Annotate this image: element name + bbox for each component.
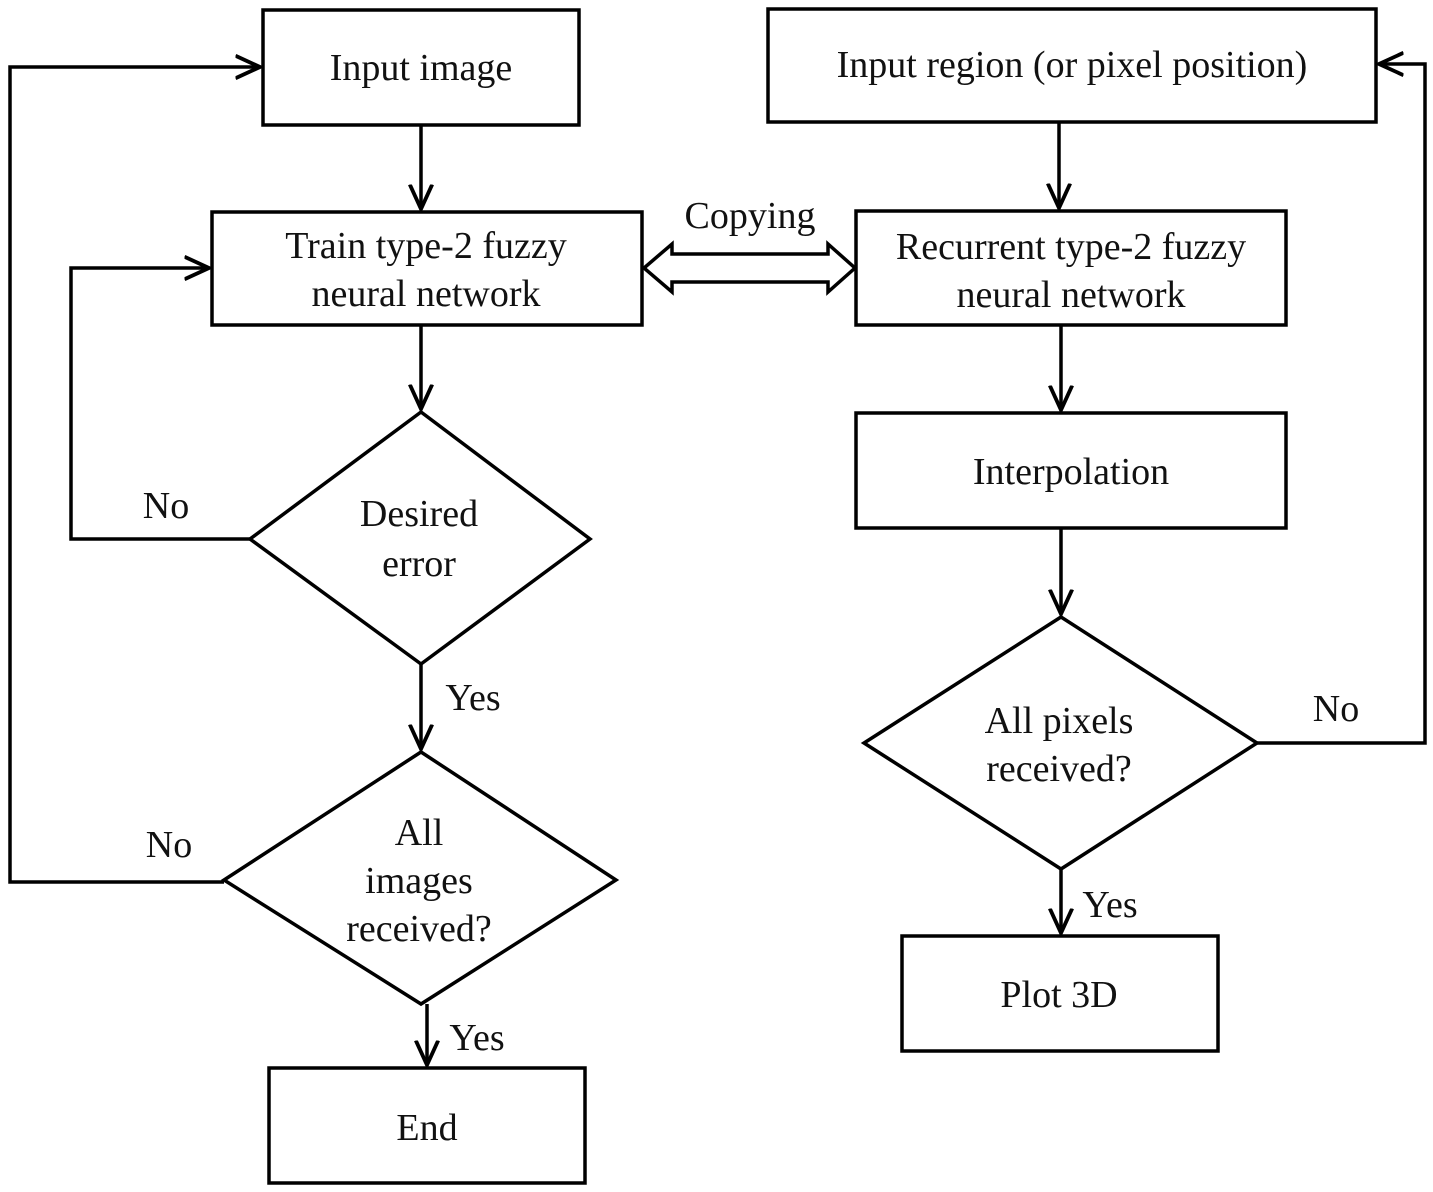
yes-label-all-images: Yes	[449, 1017, 504, 1059]
desired-error-decision	[247, 409, 593, 667]
input-image-label: Input image	[330, 47, 513, 89]
end-box	[267, 1066, 587, 1185]
all-images-label-line1: All	[395, 812, 444, 854]
arrow-desired-error-no-loop	[69, 268, 250, 541]
all-pixels-label-line2: received?	[986, 748, 1132, 790]
all-images-label-line3: received?	[346, 908, 492, 950]
desired-error-label-line1: Desired	[360, 493, 478, 535]
no-label-desired-error: No	[143, 485, 189, 527]
arrow-all-pixels-no-loop	[1257, 64, 1427, 745]
no-label-all-images: No	[146, 824, 192, 866]
recurrent-network-label-line2: neural network	[957, 274, 1186, 316]
all-images-label-line2: images	[365, 860, 473, 902]
train-network-box	[210, 210, 644, 327]
plot3d-label: Plot 3D	[1000, 974, 1117, 1016]
desired-error-label-line2: error	[382, 543, 456, 585]
recurrent-network-label-line1: Recurrent type-2 fuzzy	[896, 226, 1246, 268]
input-region-box	[766, 7, 1378, 124]
all-images-decision	[220, 749, 620, 1007]
arrow-all-images-no-loop	[8, 67, 260, 884]
yes-label-all-pixels: Yes	[1082, 884, 1137, 926]
recurrent-network-box	[854, 209, 1288, 327]
plot3d-box	[900, 934, 1220, 1053]
copying-label: Copying	[685, 195, 816, 237]
yes-label-desired-error: Yes	[445, 677, 500, 719]
train-network-label-line1: Train type-2 fuzzy	[285, 225, 566, 267]
copying-double-arrow	[641, 240, 858, 296]
input-image-box	[261, 8, 581, 127]
end-label: End	[396, 1107, 457, 1149]
train-network-label-line2: neural network	[312, 273, 541, 315]
interpolation-label: Interpolation	[973, 451, 1169, 493]
no-label-all-pixels: No	[1313, 688, 1359, 730]
input-region-label: Input region (or pixel position)	[837, 44, 1308, 86]
all-pixels-label-line1: All pixels	[985, 700, 1134, 742]
all-pixels-decision	[860, 614, 1261, 872]
interpolation-box	[854, 411, 1288, 530]
